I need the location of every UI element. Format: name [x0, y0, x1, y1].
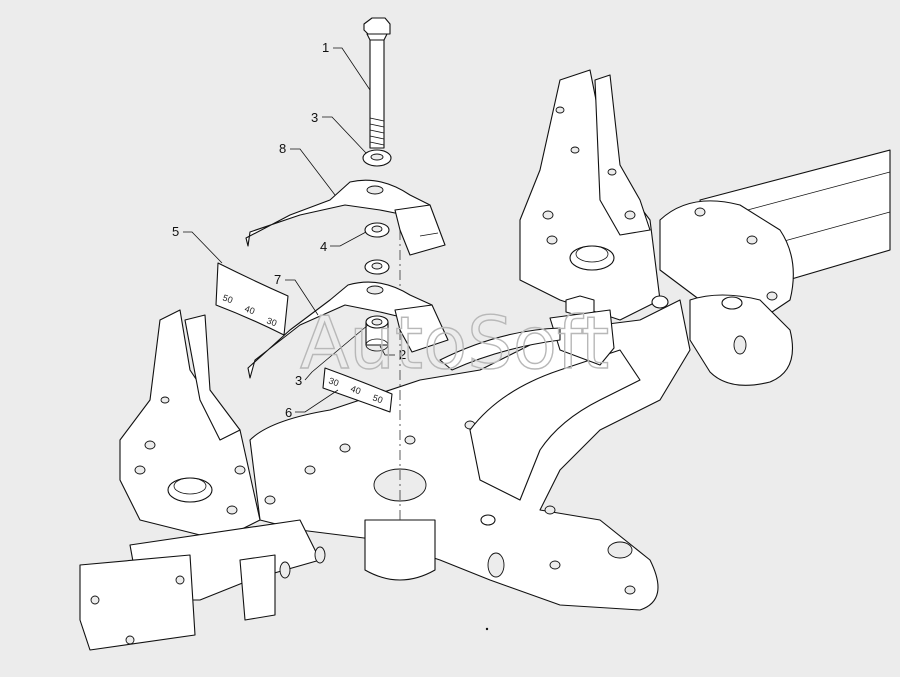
callout-labels: 1 3 8 5 4 7 2 3 6 — [172, 40, 406, 420]
callout-5: 5 — [172, 224, 179, 239]
callout-7: 7 — [274, 272, 281, 287]
washer-part-4 — [364, 222, 390, 238]
callout-1: 1 — [322, 40, 329, 55]
scale-plate-part-5: 50 40 30 — [215, 262, 289, 336]
scale-5-mark-1: 50 — [221, 292, 234, 305]
scale-5-mark-3: 30 — [265, 315, 278, 328]
leader-lines — [183, 47, 395, 413]
right-frame-assembly — [519, 69, 891, 386]
bushing-part-2 — [365, 315, 389, 352]
callout-4: 4 — [320, 239, 327, 254]
main-frame-plate — [249, 190, 691, 611]
callout-6: 6 — [285, 405, 292, 420]
bracket-part-8 — [245, 179, 446, 256]
pivot-bolt-right — [439, 295, 615, 371]
scale-plate-part-6: 30 40 50 — [322, 367, 393, 413]
bolt-part-1 — [363, 17, 391, 149]
dot-mark — [485, 627, 489, 631]
scale-6-mark-2: 40 — [349, 383, 362, 396]
scale-5-mark-2: 40 — [243, 303, 256, 316]
callout-3-top: 3 — [311, 110, 318, 125]
callout-8: 8 — [279, 141, 286, 156]
washer-part-3-top — [362, 149, 392, 167]
washer-middle — [364, 259, 390, 275]
bracket-part-7 — [247, 281, 449, 379]
left-frame-assembly — [79, 309, 326, 651]
callout-2: 2 — [399, 347, 406, 362]
scale-6-mark-1: 30 — [327, 375, 340, 388]
callout-3-bottom: 3 — [295, 373, 302, 388]
scale-6-mark-3: 50 — [371, 392, 384, 405]
watermark: AutoSoft — [300, 301, 609, 385]
